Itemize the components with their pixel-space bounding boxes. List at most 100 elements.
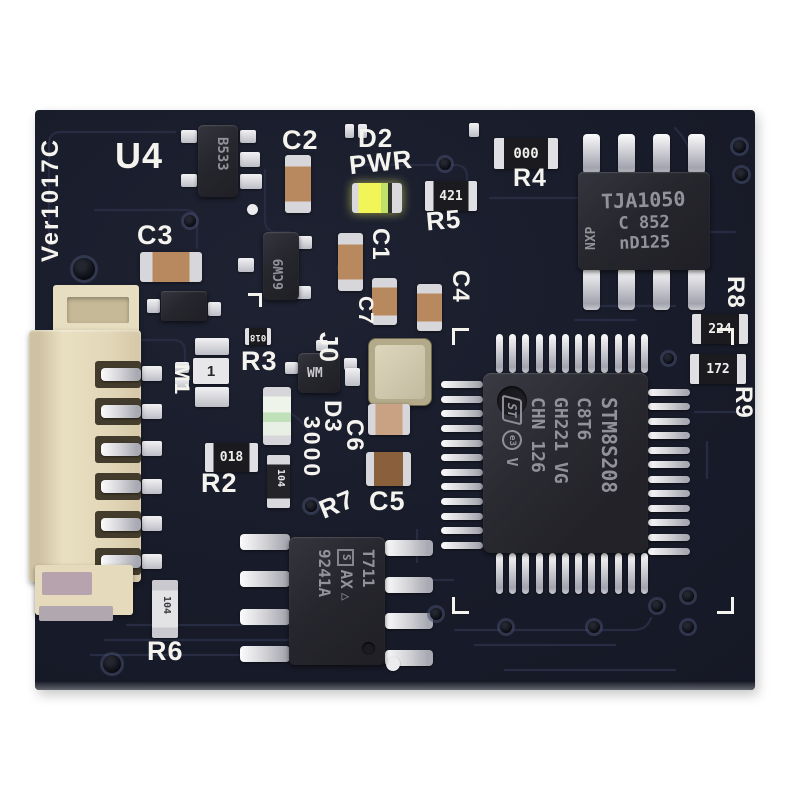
ic-pin: [522, 334, 530, 373]
resistor-r2-value: 018: [219, 450, 244, 465]
inductor-pad: [195, 338, 229, 355]
ic-pin: [688, 268, 705, 310]
diode-pad: [147, 299, 160, 313]
board-bottom-edge: [35, 682, 755, 690]
ic-pin: [142, 441, 162, 457]
soic8-marking-line2: AX: [337, 569, 357, 589]
ic-pin: [142, 516, 162, 532]
ic-pin: [441, 468, 483, 476]
diode-pad: [208, 302, 221, 316]
capacitor-c6: [368, 404, 410, 435]
mcu-marking-line4: CHN 126: [526, 397, 548, 473]
silk-label-r4: R4: [513, 164, 547, 192]
st-logo: ST: [501, 394, 522, 426]
ic-pin: [509, 553, 517, 594]
silk-label-r5: R5: [424, 203, 463, 237]
ic-pin: [618, 134, 635, 174]
resistor-r5-value: 421: [439, 188, 463, 204]
ic-pin: [648, 389, 690, 396]
ic-pin: [583, 268, 600, 310]
resistor-r6-part: 104: [152, 580, 178, 638]
ic-pin: [688, 134, 705, 174]
mcu-top-pins: [496, 334, 648, 373]
silk-label-c5: C5: [369, 486, 406, 516]
ic-pin: [548, 334, 556, 373]
crystal-face: [375, 345, 425, 399]
soic8-logo: S: [337, 549, 355, 566]
inductor-pad: [195, 387, 229, 407]
pcb-board: Ver1017C U4 C2 C3 D2 PWR R4 R5 C1 C4 C7 …: [29, 110, 757, 690]
resistor-r4-value: 000: [513, 145, 539, 162]
ic-pin: [648, 475, 690, 483]
tja1050-marking-line3: nD125: [618, 231, 671, 254]
via-hole: [735, 168, 748, 181]
e3-mark: e3: [501, 430, 522, 451]
ic-pin: [385, 613, 433, 630]
resistor-104-part: 104: [267, 455, 290, 508]
silk-label-c4: C4: [447, 270, 474, 303]
resistor-r2-part: 018: [205, 443, 258, 472]
small-resistor-value: 018: [249, 331, 267, 342]
ic-pin: [648, 519, 690, 527]
tented-via: [247, 204, 258, 215]
silk-label-m1: M1: [170, 364, 193, 396]
connector-slot: [95, 473, 141, 500]
silk-label-c6: C6: [341, 419, 368, 452]
via-hole: [682, 621, 694, 633]
ic-pin: [522, 553, 530, 594]
ic-pin: [561, 334, 569, 373]
tja1050-bottom-pins: [583, 268, 705, 310]
ic-pin: [601, 553, 609, 594]
ic-pin: [640, 334, 648, 373]
silk-label-r8: R8: [722, 276, 749, 309]
ic-pin: [509, 334, 517, 373]
sot23-pad: [344, 358, 357, 370]
connector-foot-pad: [39, 606, 113, 621]
connector-pin: [101, 480, 141, 493]
ic-pin: [441, 541, 483, 549]
mcu-marking-line2: C8T6: [573, 397, 595, 441]
mcu-right-pins: [648, 389, 690, 555]
silk-label-r3: R3: [241, 346, 278, 376]
silk-label-pwr: PWR: [347, 143, 415, 181]
solder-pad: [175, 378, 189, 389]
sot23-transistor-wm: WM: [298, 353, 340, 393]
ic-pin: [441, 439, 483, 447]
ic-pin: [142, 553, 162, 569]
ic-pin: [648, 432, 690, 440]
sot23-pad: [295, 286, 311, 299]
ic-pin: [627, 334, 635, 373]
mcu-marking-line1: STM8S208: [597, 397, 621, 494]
ic-pin: [535, 553, 543, 594]
ic-pin: [653, 268, 670, 310]
ic-pin: [588, 334, 596, 373]
via-hole: [430, 608, 442, 620]
diode-d1: [161, 291, 207, 321]
resistor-r9-value: 172: [706, 361, 730, 377]
ic-pin: [548, 553, 556, 594]
ic-pin: [441, 527, 483, 535]
connector-slot: [95, 511, 141, 538]
ic-pin: [496, 334, 503, 373]
regulator-marking: B533: [214, 137, 230, 171]
ic-pin: [496, 553, 503, 594]
regulator-pad: [240, 130, 256, 143]
mcu-chip: STM8S208 C8T6 GH221 VG CHN 126 ST e3 V: [483, 373, 648, 553]
mcu-bottom-pins: [496, 553, 648, 594]
ic-pin: [441, 454, 483, 462]
mcu-marking-line3: GH221 VG: [550, 397, 572, 484]
led-d3: [263, 387, 291, 445]
silk-code-3000: 3000: [299, 416, 325, 480]
mounting-hole: [73, 258, 95, 280]
via-hole: [733, 140, 746, 153]
ic-pin: [441, 410, 483, 418]
silk-version-label: Ver1017C: [37, 137, 64, 262]
solder-pad: [345, 124, 354, 138]
ic-pin: [640, 553, 648, 594]
resistor-r4: 000: [494, 138, 558, 169]
via-hole: [439, 158, 451, 170]
silk-label-c2: C2: [282, 125, 319, 155]
soic8-marking-line1: 9241A: [315, 549, 335, 598]
mcu-left-pins: [441, 381, 483, 549]
